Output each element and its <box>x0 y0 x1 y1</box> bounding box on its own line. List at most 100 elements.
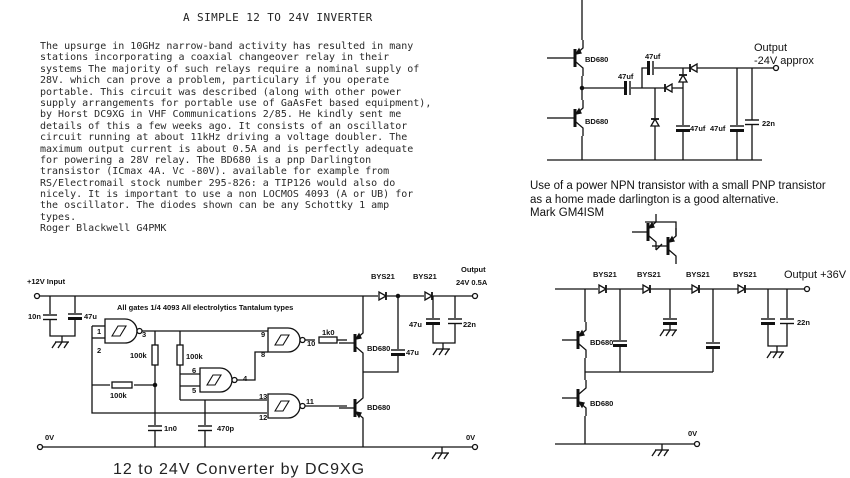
pin-label: 12 <box>259 413 267 422</box>
pin-label: 2 <box>97 346 101 355</box>
zero-volt-label: 0V <box>688 429 697 438</box>
resistor-body <box>176 344 184 366</box>
junction-dot <box>579 85 585 91</box>
resistor-icon <box>176 344 184 366</box>
diode-icon <box>688 62 698 74</box>
diode-body <box>378 290 388 302</box>
label-capacitor: 10n <box>28 312 41 321</box>
diode-body <box>677 73 689 83</box>
diode-icon <box>737 283 747 295</box>
diode-body <box>642 283 652 295</box>
emitter-lead <box>578 343 587 358</box>
ground-hatch <box>437 452 443 460</box>
resistor-body <box>318 336 338 344</box>
output-value: -24V approx <box>754 55 814 67</box>
collector-lead <box>578 380 587 395</box>
ground-icon <box>51 341 69 349</box>
ground-hatch <box>663 449 669 457</box>
diode-body <box>424 290 434 302</box>
wire <box>655 243 663 251</box>
label-resistor: 1k0 <box>322 328 335 337</box>
diode-icon <box>598 283 608 295</box>
pin-label: 9 <box>261 330 265 339</box>
diode-body <box>598 283 608 295</box>
label-capacitor: 1n0 <box>164 424 177 433</box>
gate-bubble <box>299 336 306 344</box>
label-capacitor: 470p <box>217 424 235 433</box>
nand-gate-icon <box>267 393 306 419</box>
diode-icon <box>691 283 701 295</box>
pin-label: 10 <box>307 339 315 348</box>
output-label: Output <box>754 42 787 54</box>
electrolytic-capacitor-icon <box>676 125 690 132</box>
body-line: types. <box>40 211 77 223</box>
wire <box>641 67 648 88</box>
ground-hatch <box>772 351 778 359</box>
wire <box>767 324 788 347</box>
capacitor-icon <box>198 425 212 432</box>
wire <box>91 326 267 414</box>
resistor-icon <box>111 381 133 389</box>
diode-body <box>691 283 701 295</box>
electrolytic-capacitor-icon <box>613 340 627 347</box>
label-transistor: BD680 <box>590 338 613 347</box>
label-diode: BYS21 <box>593 270 617 279</box>
diode-body <box>688 62 698 74</box>
schmitt-symbol <box>111 325 127 337</box>
alternative-note: Use of a power NPN transistor with a sma… <box>530 180 850 221</box>
article-title: A SIMPLE 12 TO 24V INVERTER <box>183 11 373 24</box>
emitter-lead <box>668 249 677 264</box>
wire <box>237 351 268 381</box>
ground-icon <box>766 351 784 359</box>
ground-hatch <box>63 341 69 349</box>
article-author: Roger Blackwell G4PMK <box>40 223 167 235</box>
electrolytic-capacitor-icon <box>663 318 677 325</box>
terminal-icon <box>36 443 44 451</box>
output-value: 24V 0.5A <box>456 278 488 287</box>
pin-label: 3 <box>142 330 146 339</box>
transistor-icon <box>632 214 657 250</box>
electrolytic-capacitor-icon <box>624 81 631 95</box>
emitter-lead <box>575 61 584 76</box>
wire <box>645 221 677 236</box>
emitter-lead <box>575 121 584 136</box>
electrolytic-capacitor-icon <box>730 125 744 132</box>
output-label: Output <box>461 265 486 274</box>
emitter-lead <box>648 235 657 250</box>
transistor-icon <box>339 325 364 361</box>
junction-dot <box>395 293 401 299</box>
electrolytic-capacitor-icon <box>647 61 654 75</box>
ground-hatch <box>444 348 450 356</box>
capacitor-icon <box>745 119 759 126</box>
diode-icon <box>649 117 661 127</box>
schmitt-symbol <box>274 334 290 346</box>
transistor-icon <box>562 380 587 416</box>
transistor-icon <box>652 228 677 264</box>
body-line: 28V. which can prove a problem, particul… <box>40 75 390 87</box>
ground-hatch <box>671 329 677 337</box>
collector-lead <box>355 390 364 405</box>
terminal-icon <box>803 285 811 293</box>
terminal-icon <box>772 64 780 72</box>
terminal-icon <box>33 292 41 300</box>
resistor-icon <box>318 336 338 344</box>
capacitor-icon <box>43 314 57 321</box>
body-line: portable. This circuit was described (al… <box>40 86 402 98</box>
body-line: circuit running at about 11kHz driving a… <box>40 132 408 144</box>
label-resistor: 100k <box>130 351 148 360</box>
electrolytic-capacitor-icon <box>68 313 82 320</box>
article-body: The upsurge in 10GHz narrow-band activit… <box>40 41 470 235</box>
body-line: for powering a 28V relay. The BD680 is a… <box>40 154 372 166</box>
diode-body <box>649 117 661 127</box>
diode-icon <box>378 290 388 302</box>
emitter-lead <box>355 346 364 361</box>
arrow <box>577 329 585 337</box>
label-transistor: BD680 <box>367 344 390 353</box>
nand-gate-icon <box>267 327 306 353</box>
pin-label: 11 <box>306 397 314 406</box>
electrolytic-capacitor-icon <box>426 318 440 325</box>
label-transistor: BD680 <box>367 403 390 412</box>
ground-hatch <box>57 341 63 349</box>
electrolytic-capacitor-icon <box>706 342 720 349</box>
